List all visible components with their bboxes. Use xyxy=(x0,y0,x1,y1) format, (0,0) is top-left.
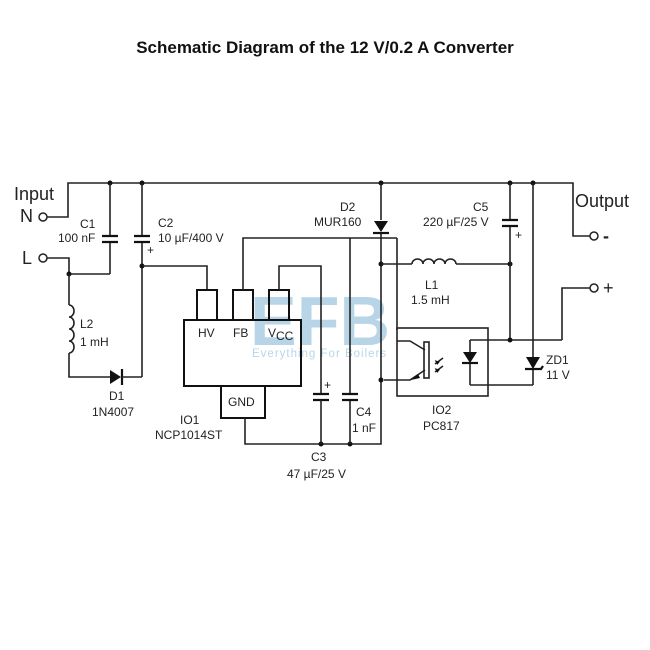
capacitor-c5: + C5 220 µF/25 V xyxy=(423,183,522,341)
output-pos-label: + xyxy=(603,278,614,298)
c2-plus: + xyxy=(147,243,154,257)
c1-value: 100 nF xyxy=(58,231,95,245)
zd1-value: 11 V xyxy=(546,368,570,382)
c4-value: 1 nF xyxy=(352,421,376,435)
io1-ref: IO1 xyxy=(180,413,200,427)
capacitor-c2: + C2 10 µF/400 V xyxy=(134,183,224,377)
junction xyxy=(507,337,513,343)
l2-ref: L2 xyxy=(80,317,94,331)
c3-value: 47 µF/25 V xyxy=(287,467,346,481)
output-neg-terminal[interactable] xyxy=(589,231,599,241)
fb-wire xyxy=(242,237,397,290)
d2-value: MUR160 xyxy=(314,215,362,229)
d1-ref: D1 xyxy=(109,389,125,403)
c4-ref: C4 xyxy=(356,405,372,419)
inductor-l1: L1 1.5 mH xyxy=(381,258,510,307)
zd1-ref: ZD1 xyxy=(546,353,569,367)
diode-d2: D2 MUR160 xyxy=(314,183,389,264)
gnd-wire xyxy=(244,264,382,445)
junction xyxy=(378,377,384,383)
c2-value: 10 µF/400 V xyxy=(158,231,224,245)
optocoupler-io2: IO2 PC817 xyxy=(384,327,562,433)
io2-value: PC817 xyxy=(423,419,460,433)
c5-value: 220 µF/25 V xyxy=(423,215,489,229)
input-l-label: L xyxy=(22,248,32,268)
input-n-label: N xyxy=(20,206,33,226)
c1-ref: C1 xyxy=(80,217,96,231)
watermark-tagline: Everything For Boilers xyxy=(252,348,387,360)
zener-zd1: ZD1 11 V xyxy=(525,183,570,385)
output-pos-terminal[interactable] xyxy=(589,283,599,293)
inductor-l2: L2 1 mH xyxy=(68,274,110,378)
pin-gnd-label: GND xyxy=(228,395,255,409)
input-label: Input xyxy=(14,184,54,204)
diode-d1: D1 1N4007 xyxy=(92,369,142,419)
diagram-title: Schematic Diagram of the 12 V/0.2 A Conv… xyxy=(136,38,514,57)
capacitor-c4: C4 1 nF xyxy=(342,238,376,444)
output-label: Output xyxy=(575,191,629,211)
pin-fb-label: FB xyxy=(233,326,248,340)
output-neg-label: - xyxy=(603,226,609,246)
wire xyxy=(47,257,110,275)
d1-value: 1N4007 xyxy=(92,405,134,419)
io2-ref: IO2 xyxy=(432,403,452,417)
output-pos-wire xyxy=(561,287,590,340)
capacitor-c1: C1 100 nF xyxy=(58,183,118,274)
l1-value: 1.5 mH xyxy=(411,293,450,307)
d2-ref: D2 xyxy=(340,200,356,214)
c3-ref: C3 xyxy=(311,450,327,464)
capacitor-c3: + C3 47 µF/25 V xyxy=(287,378,346,481)
input-l-terminal[interactable] xyxy=(38,253,48,263)
c3-plus: + xyxy=(324,378,331,392)
vcc-wire xyxy=(278,265,322,394)
pin-hv-label: HV xyxy=(198,326,215,340)
io1-value: NCP1014ST xyxy=(155,428,223,442)
c2-ref: C2 xyxy=(158,216,174,230)
l1-ref: L1 xyxy=(425,278,439,292)
top-rail-wire xyxy=(67,182,590,237)
input-n-terminal[interactable] xyxy=(38,212,48,222)
wire xyxy=(47,212,69,218)
c5-ref: C5 xyxy=(473,200,489,214)
pin-vcc-label: V xyxy=(268,326,276,340)
c5-plus: + xyxy=(515,228,522,242)
pin-vcc-subscript: CC xyxy=(276,329,294,343)
hv-wire xyxy=(142,265,208,290)
l2-value: 1 mH xyxy=(80,335,109,349)
